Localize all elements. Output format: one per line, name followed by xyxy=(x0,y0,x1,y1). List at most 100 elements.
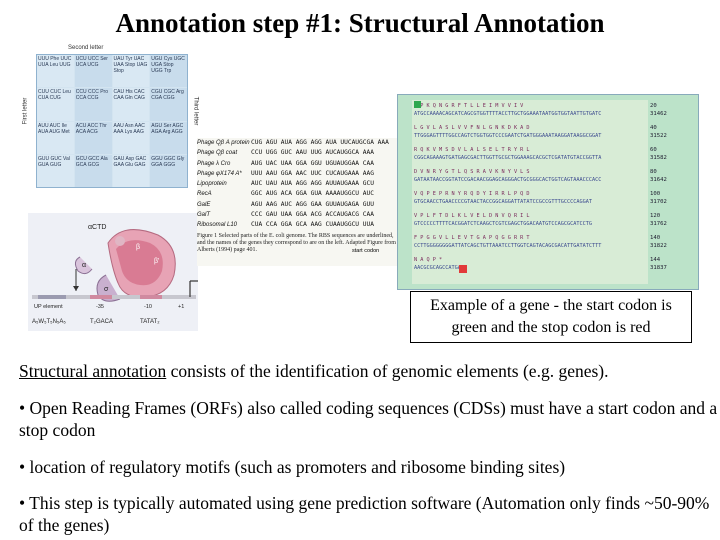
amino-acid-row: V Q P E P R N Y R Q D Y I R R L P Q D xyxy=(414,191,530,197)
rbs-sequence-list: Phage Qβ A proteinCUG AGU AUA AGG AGG AU… xyxy=(197,138,402,231)
body-paragraph-1-rest: consists of the identification of genomi… xyxy=(166,361,609,381)
rbs-sequence-row: RecA GGC AUG ACA GGA GUA AAAAUGGCU AUC xyxy=(197,189,402,199)
rbs-sequence: CCC GAU UAA GGA ACG ACCAUGACG CAA xyxy=(251,211,374,219)
codon-cell: CCU CCC Pro CCA CCG xyxy=(74,88,112,121)
rbs-sequence-row: Phage Qβ coat CCU UGG GUC AAU UUG AUCAUGG… xyxy=(197,148,402,158)
nt-position-number: 31642 xyxy=(650,177,667,183)
rbs-sequence-row: Phage Qβ A proteinCUG AGU AUA AGG AGG AU… xyxy=(197,138,402,148)
beta-prime-label: β' xyxy=(154,258,159,265)
amino-acid-row: V P L F T D L K L V E L D N V Q R I L xyxy=(414,213,530,219)
amino-acid-row: D V N R Y G T L Q S R A V K N Y V L S xyxy=(414,169,530,175)
rbs-gene-label: Ribosomal L10 xyxy=(197,222,238,229)
dna-row: CCTTGGGGGGGGATTATCAGCTGTTAAATCCTTGGTCAGT… xyxy=(414,243,602,249)
alpha-ctd-label: αCTD xyxy=(88,224,106,231)
rbs-gene-label: Phage Qβ A protein xyxy=(197,140,250,146)
codon-cell: UGU Cys UGC UGA Stop UGG Trp xyxy=(150,55,187,88)
alpha-label: α xyxy=(82,262,86,269)
nt-position-number: 31522 xyxy=(650,133,667,139)
gene-sequence-panel: M P K Q N G R F T L L E I M V V I V ATGCC… xyxy=(397,94,699,290)
aa-position-number: 144 xyxy=(650,257,661,263)
codon-table-right-label: Third letter xyxy=(192,96,199,126)
rbs-gene-label: Phage φX174 A* xyxy=(197,170,242,177)
codon-cell: UCU UCC Ser UCA UCG xyxy=(74,55,112,88)
rbs-sequence: CCU UGG GUC AAU UUG AUCAUGGCA AAA xyxy=(251,149,374,157)
aa-position-number: 60 xyxy=(650,147,657,153)
codon-cell: GGU GGC Gly GGA GGG xyxy=(150,154,187,187)
body-bullet-automation: • This step is typically automated using… xyxy=(19,493,710,535)
up-seq-label: A₅W₅T₅N₅A₅ xyxy=(32,319,66,325)
rbs-gene-label: RecA xyxy=(197,191,212,198)
rbs-sequence: AGU AAG AUC AGG GAA GUUAUGAGA GUU xyxy=(251,200,374,208)
codon-table-left-label: First letter xyxy=(22,97,29,125)
codon-table-top-label: Second letter xyxy=(68,45,104,51)
amino-acid-row: M P K Q N G R F T L L E I M V V I V xyxy=(414,103,524,109)
start-codon-label: start codon xyxy=(352,248,380,254)
dna-row: TTGGGAGTTTTGGCCAGTCTGGTGGTCCCGAATCTGATGG… xyxy=(414,133,602,139)
rbs-sequence-row: GalT CCC GAU UAA GGA ACG ACCAUGACG CAA xyxy=(197,210,402,220)
rbs-figure-caption: Figure 1 Selected parts of the E. coli g… xyxy=(197,232,396,253)
beta-label: β xyxy=(136,244,140,251)
nt-position-number: 31702 xyxy=(650,199,667,205)
aa-position-number: 40 xyxy=(650,125,657,131)
codon-cell: AUU AUC Ile AUA AUG Met xyxy=(37,121,74,154)
dna-row: AACGCGCAGCCATGA xyxy=(414,265,461,271)
stop-codon-highlight xyxy=(459,265,467,273)
nt-position-number: 31762 xyxy=(650,221,667,227)
codon-cell: UAU Tyr UAC UAA Stop UAG Stop xyxy=(112,55,150,88)
codon-cell: CAU His CAC CAA Gln CAG xyxy=(112,88,150,121)
body-bullet-orfs: • Open Reading Frames (ORFs) also called… xyxy=(19,398,718,440)
codon-table-image: Second letter First letter Third letter … xyxy=(22,45,199,188)
codon-cell: GAU Asp GAC GAA Glu GAG xyxy=(112,154,150,187)
minus35-label: -35 xyxy=(96,304,104,310)
page-title: Annotation step #1: Structural Annotatio… xyxy=(115,8,605,38)
aa-position-number: 100 xyxy=(650,191,661,197)
rbs-sequence: GGC AUG ACA GGA GUA AAAAUGGCU AUC xyxy=(251,190,374,198)
rbs-sequence-row: Lipoprotein AUC UAU AUA AGG AGG AUUAUGAAA… xyxy=(197,179,402,189)
minus10-seq-label: TATAT₂ xyxy=(140,319,160,325)
sigma-label: σ xyxy=(104,286,109,293)
minus35-seq-label: T₂GACA xyxy=(90,319,113,325)
rbs-sequence: CUA CCA GGA GCA AAG CUAAUGGCU UUA xyxy=(251,221,374,229)
dna-row: GTCCCCCTTTTCACGGATCTCAAGCTCGTCGAGCTGGACA… xyxy=(414,221,593,227)
rbs-gene-label: GalT xyxy=(197,212,211,219)
gene-sequence-text: M P K Q N G R F T L L E I M V V I V ATGCC… xyxy=(412,100,648,284)
promoter-figure: αCTD β β' σ α UP element -35 -10 +1 A₅W₅… xyxy=(28,213,198,331)
rbs-gene-label: Lipoprotein xyxy=(197,181,227,188)
rbs-sequence: CUG AGU AUA AGG AGG AUA UUCAUGCGA AAA xyxy=(251,139,389,146)
codon-cell: AAU Asn AAC AAA Lys AAG xyxy=(112,121,150,154)
dna-row: GTGCAACCTGAACCCCGTAACTACCGGCAGGATTATATCC… xyxy=(414,199,593,205)
rbs-sequences-figure: Phage Qβ A proteinCUG AGU AUA AGG AGG AU… xyxy=(197,138,402,266)
codon-cell: ACU ACC Thr ACA ACG xyxy=(74,121,112,154)
dna-row: ATGCCAAAACAGCATCAGCGTGGTTTTACCTTGCTGGAAA… xyxy=(414,111,602,117)
body-bullet-regulatory-motifs: • location of regulatory motifs (such as… xyxy=(19,457,566,477)
dna-row: GATAATAACCGGTATCCGACAACGGAGCAGGGACTGCGGG… xyxy=(414,177,602,183)
rbs-gene-label: GalE xyxy=(197,201,211,208)
rbs-sequence: AUC UAU AUA AGG AGG AUUAUGAAA GCU xyxy=(251,180,374,188)
structural-annotation-term: Structural annotation xyxy=(19,361,167,381)
rbs-gene-label: Phage Qβ coat xyxy=(197,150,238,157)
codon-cell: GUU GUC Val GUA GUG xyxy=(37,154,74,187)
codon-cell: AGU Ser AGC AGA Arg AGG xyxy=(150,121,187,154)
rbs-sequence-row: GalE AGU AAG AUC AGG GAA GUUAUGAGA GUU xyxy=(197,200,402,210)
rbs-sequence-row: Phage φX174 A* UUU AAU GGA AAC UUC CUCAUG… xyxy=(197,169,402,179)
aa-position-number: 120 xyxy=(650,213,661,219)
plus1-label: +1 xyxy=(178,304,184,310)
body-paragraph-1: Structural annotation consists of the id… xyxy=(19,360,719,382)
nt-position-number: 31462 xyxy=(650,111,667,117)
rbs-sequence: UUU AAU GGA AAC UUC CUCAUGAAA AAG xyxy=(251,169,374,177)
codon-cell: CGU CGC Arg CGA CGG xyxy=(150,88,187,121)
example-caption: Example of a gene - the start codon is g… xyxy=(410,291,692,343)
start-codon-highlight xyxy=(414,101,421,108)
rbs-sequence-row: Ribosomal L10 CUA CCA GGA GCA AAG CUAAUGG… xyxy=(197,220,402,230)
codon-cell: GCU GCC Ala GCA GCG xyxy=(74,154,112,187)
up-element-label: UP element xyxy=(34,304,63,310)
nt-position-number: 31822 xyxy=(650,243,667,249)
rna-polymerase-diagram: αCTD β β' σ α UP element -35 -10 +1 A₅W₅… xyxy=(28,213,198,331)
minus10-label: -10 xyxy=(144,304,152,310)
codon-cell: UUU Phe UUC UUA Leu UUG xyxy=(37,55,74,88)
amino-acid-row: R Q K V M S D V L A L S E L T R Y R L xyxy=(414,147,530,153)
dna-row: CGGCAGAAAGTGATGAGCGACTTGGTTGCGCTGGAAAGCA… xyxy=(414,155,602,161)
rbs-gene-label: Phage λ Cro xyxy=(197,160,231,167)
